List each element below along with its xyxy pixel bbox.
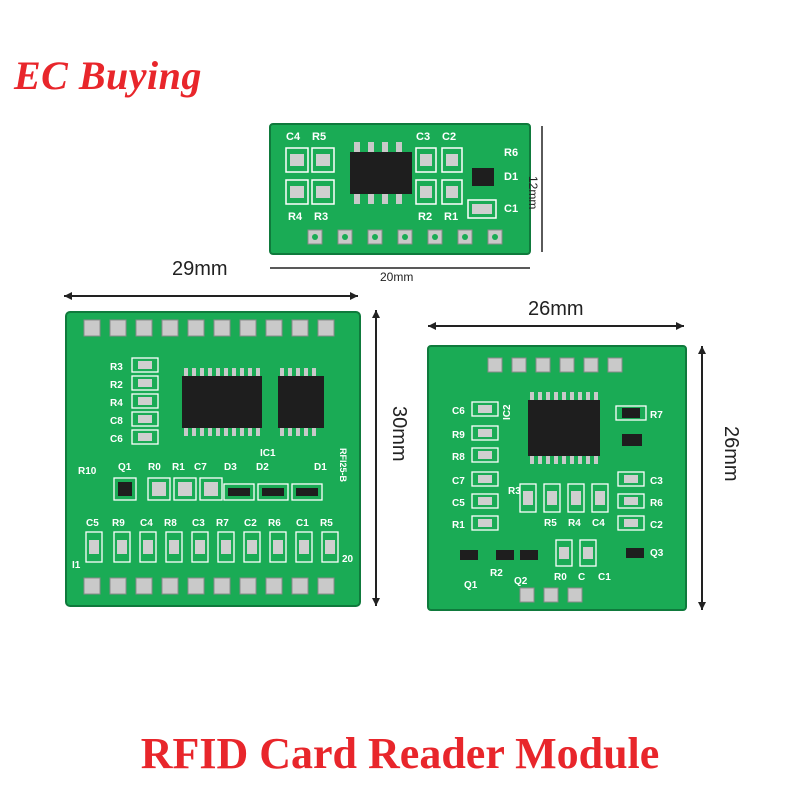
silk-i1: I1 — [72, 560, 81, 571]
silk-c: C — [578, 572, 585, 583]
silk-c2: C2 — [442, 131, 456, 143]
silk-c1: C1 — [598, 572, 611, 583]
large-height-label: 30mm — [388, 406, 410, 462]
silk-r3: R3 — [110, 362, 123, 373]
silk-r1: R1 — [172, 462, 185, 473]
silk-c3: C3 — [416, 131, 430, 143]
silk-c2: C2 — [244, 518, 257, 529]
large-dimension-lines — [64, 292, 380, 606]
silk-r3: R3 — [314, 211, 328, 223]
silk-c6: C6 — [110, 434, 123, 445]
silk-c7: C7 — [194, 462, 207, 473]
silk-r6: R6 — [650, 498, 663, 509]
silk-ic2: IC2 — [502, 404, 513, 420]
small-dimension-lines — [270, 126, 543, 269]
silk-d1: D1 — [504, 171, 518, 183]
silk-r8: R8 — [164, 518, 177, 529]
medium-module-photo: C6 R9 R8 C7 C5 R1 IC2 R7 R3 R5 R4 C4 C3 … — [426, 344, 688, 612]
medium-width-label: 26mm — [528, 298, 584, 320]
silk-c4: C4 — [140, 518, 153, 529]
silk-ic1: IC1 — [260, 448, 276, 459]
silk-r4: R4 — [568, 518, 581, 529]
silk-c3: C3 — [192, 518, 205, 529]
silk-c6: C6 — [452, 406, 465, 417]
silk-d3: D3 — [224, 462, 237, 473]
silk-q3: Q3 — [650, 548, 664, 559]
medium-height-label: 26mm — [720, 426, 742, 482]
silk-q1: Q1 — [464, 580, 478, 591]
large-width-label: 29mm — [172, 258, 228, 280]
silk-c8: C8 — [110, 416, 123, 427]
silk-r2: R2 — [418, 211, 432, 223]
silk-r5: R5 — [312, 131, 326, 143]
silk-r6: R6 — [268, 518, 281, 529]
silk-r3: R3 — [508, 486, 521, 497]
silk-r9: R9 — [112, 518, 125, 529]
silk-c7: C7 — [452, 476, 465, 487]
small-module-photo: C4 R5 C3 C2 R4 R3 R2 R1 R6 D1 C1 — [268, 120, 533, 260]
large-module-pcb: R3 R2 R4 C8 C6 R10 Q1 R0 R1 C7 D3 D2 IC1… — [65, 311, 361, 607]
brand-logo: EC Buying — [14, 53, 202, 98]
product-caption: RFID Card Reader Module — [140, 729, 660, 778]
silk-20: 20 — [342, 554, 354, 565]
silk-r10: R10 — [78, 466, 97, 477]
silk-r1: R1 — [444, 211, 458, 223]
large-module-photo: R3 R2 R4 C8 C6 R10 Q1 R0 R1 C7 D3 D2 IC1… — [64, 310, 364, 610]
silk-board-id: RFI25-B — [338, 448, 348, 483]
silk-r4: R4 — [288, 211, 303, 223]
medium-module-pcb: C6 R9 R8 C7 C5 R1 IC2 R7 R3 R5 R4 C4 C3 … — [427, 345, 687, 611]
silk-r5: R5 — [320, 518, 333, 529]
silk-c5: C5 — [86, 518, 99, 529]
silk-d1: D1 — [314, 462, 327, 473]
silk-r1: R1 — [452, 520, 465, 531]
silk-r8: R8 — [452, 452, 465, 463]
silk-c3: C3 — [650, 476, 663, 487]
silk-r9: R9 — [452, 430, 465, 441]
silk-r2: R2 — [490, 568, 503, 579]
silk-r7: R7 — [216, 518, 229, 529]
silk-q1: Q1 — [118, 462, 132, 473]
silk-c1: C1 — [296, 518, 309, 529]
silk-r0: R0 — [148, 462, 161, 473]
silk-r6: R6 — [504, 147, 518, 159]
medium-dimension-lines — [428, 322, 706, 610]
silk-r4: R4 — [110, 398, 123, 409]
silk-c4: C4 — [286, 131, 301, 143]
silk-q2: Q2 — [514, 576, 528, 587]
small-width-label: 20mm — [380, 270, 414, 284]
silk-r7: R7 — [650, 410, 663, 421]
silk-c2: C2 — [650, 520, 663, 531]
small-height-label: 12mm — [526, 176, 540, 210]
silk-c1: C1 — [504, 203, 518, 215]
silk-d2: D2 — [256, 462, 269, 473]
silk-c4: C4 — [592, 518, 605, 529]
small-module-pcb: C4 R5 C3 C2 R4 R3 R2 R1 R6 D1 C1 — [269, 123, 531, 255]
silk-c5: C5 — [452, 498, 465, 509]
silk-r0: R0 — [554, 572, 567, 583]
silk-r5: R5 — [544, 518, 557, 529]
silk-r2: R2 — [110, 380, 123, 391]
